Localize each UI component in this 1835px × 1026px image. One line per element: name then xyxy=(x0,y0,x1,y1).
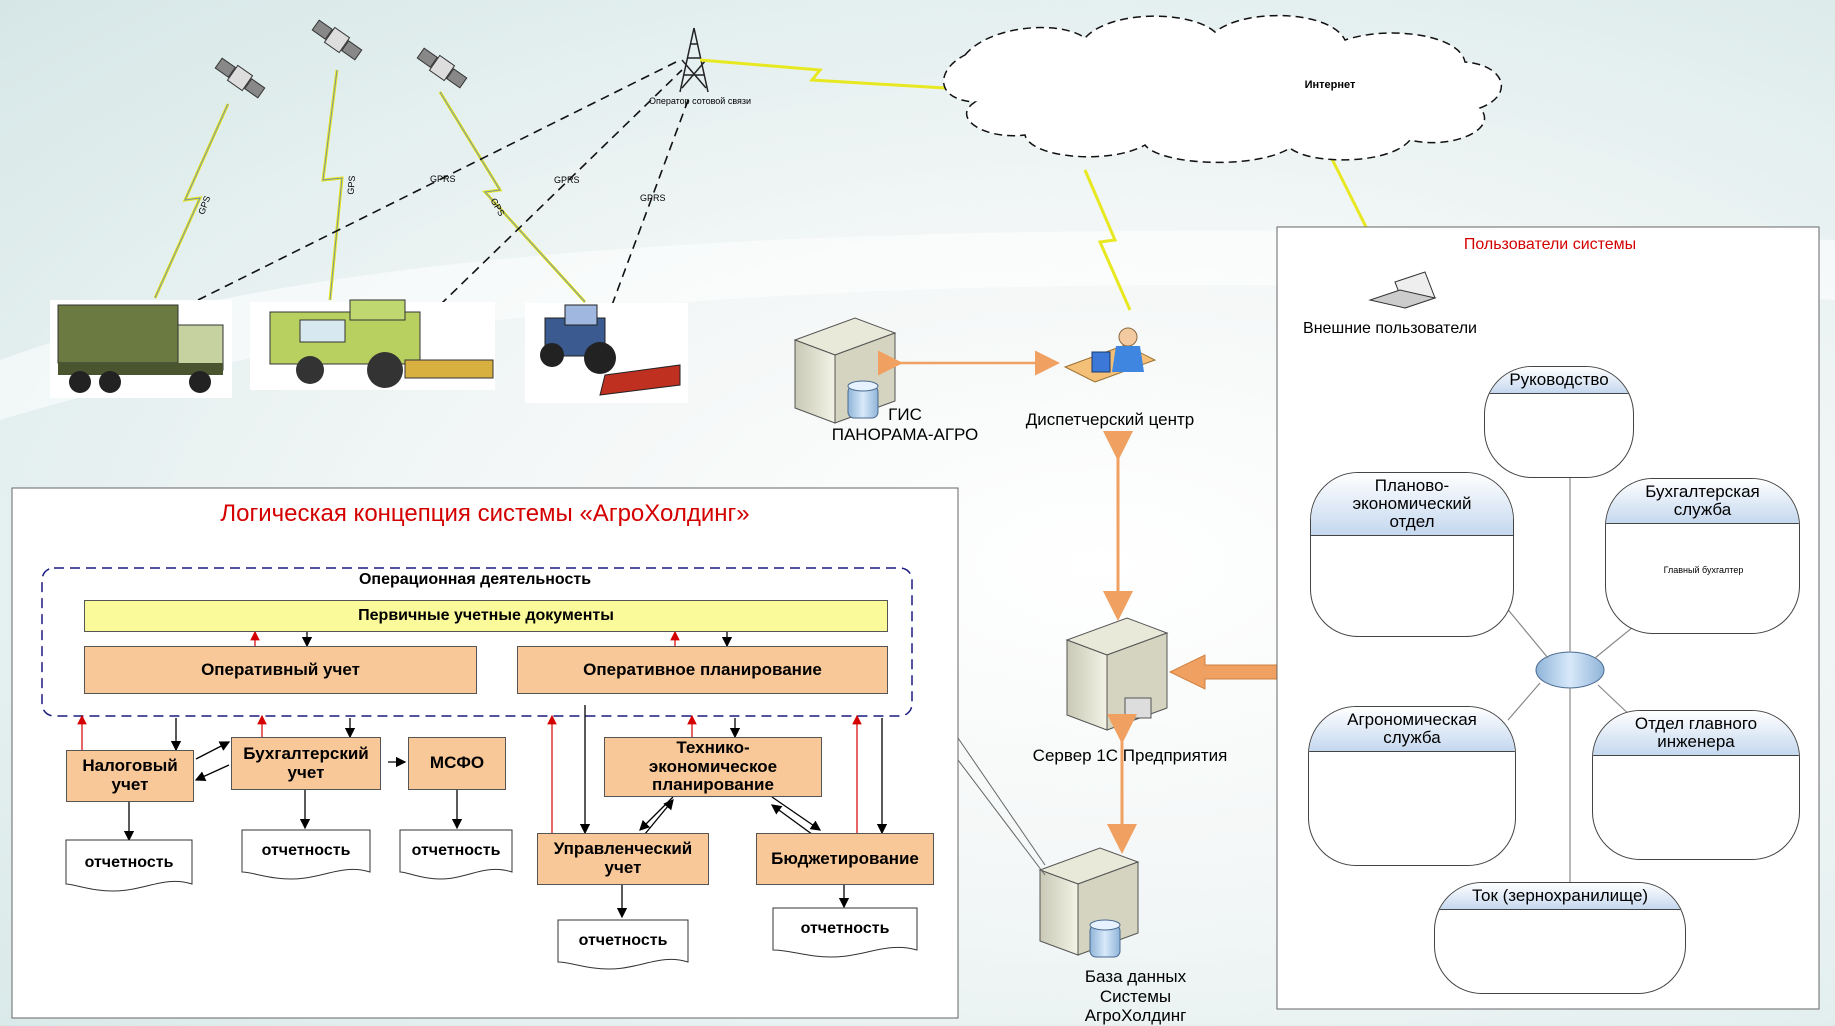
tractor-icon xyxy=(525,303,688,403)
gps-label-2: GPS xyxy=(345,175,358,196)
dept-accounting: Бухгалтерская служба Главный бухгалтер xyxy=(1605,478,1800,634)
dept-chief-engineer: Отдел главного инженера xyxy=(1592,710,1800,860)
managerial-accounting-box: Управленческий учет xyxy=(537,833,709,885)
laptop-icon xyxy=(1368,271,1437,309)
tax-accounting-box: Налоговый учет xyxy=(66,750,194,802)
dispatcher-operator-icon xyxy=(1063,327,1157,383)
dept-agronomy: Агрономическая служба xyxy=(1308,706,1516,866)
internet-label: Интернет xyxy=(1304,79,1356,91)
1c-server-label: Сервер 1С Предприятия xyxy=(1032,746,1228,765)
dept-accounting-label: Бухгалтерская служба xyxy=(1606,479,1799,524)
report-label-tax: отчетность xyxy=(84,854,174,871)
report-label-managerial: отчетность xyxy=(578,932,668,949)
external-users-label: Внешние пользователи xyxy=(1303,320,1477,337)
gprs-label-3: GPRS xyxy=(640,193,666,203)
satellite-icon-3 xyxy=(416,47,468,89)
dispatch-center-label: Диспетчерский центр xyxy=(1025,410,1195,429)
dept-agronomy-label: Агрономическая служба xyxy=(1309,707,1515,752)
report-label-budget: отчетность xyxy=(800,920,890,937)
users-panel-title: Пользователи системы xyxy=(1463,236,1637,253)
chief-accountant-label: Главный бухгалтер xyxy=(1663,565,1744,575)
dept-management-label: Руководство xyxy=(1485,367,1633,394)
network-hub-icon xyxy=(1535,651,1605,689)
report-label-bookkeeping: отчетность xyxy=(261,842,351,859)
concept-title: Логическая концепция системы «АгроХолдин… xyxy=(220,500,750,527)
dept-management: Руководство xyxy=(1484,366,1634,478)
dept-planning-label: Планово- экономический отдел xyxy=(1311,473,1513,536)
gprs-label-2: GPRS xyxy=(554,175,580,185)
truck-icon xyxy=(50,300,232,398)
operative-accounting-box: Оперативный учет xyxy=(84,646,477,694)
tech-econ-planning-box: Технико- экономическое планирование xyxy=(604,737,822,797)
dept-chief-engineer-label: Отдел главного инженера xyxy=(1593,711,1799,756)
gis-label: ГИС ПАНОРАМА-АГРО xyxy=(831,405,979,444)
gprs-links xyxy=(197,61,691,306)
operator-label: Оператор сотовой связи xyxy=(648,96,752,106)
report-doc-shapes xyxy=(65,829,918,970)
dept-planning: Планово- экономический отдел xyxy=(1310,472,1514,637)
internet-cloud-shape xyxy=(942,14,1502,164)
bookkeeping-box: Бухгалтерский учет xyxy=(231,737,381,790)
gprs-label-1: GPRS xyxy=(430,174,456,184)
operational-activity-label: Операционная деятельность xyxy=(358,571,592,588)
database-server-icon xyxy=(1038,847,1140,958)
primary-documents-box: Первичные учетные документы xyxy=(84,600,888,632)
operative-planning-box: Оперативное планирование xyxy=(517,646,888,694)
satellite-icon-1 xyxy=(214,57,266,99)
report-label-ifrs: отчетность xyxy=(411,842,501,859)
dept-granary: Ток (зернохранилище) xyxy=(1434,882,1686,994)
ifrs-box: МСФО xyxy=(408,737,506,790)
database-label: База данных Системы АгроХолдинг xyxy=(1084,967,1187,1026)
satellite-icon-2 xyxy=(311,19,363,61)
combine-harvester-icon xyxy=(250,299,495,390)
dept-granary-label: Ток (зернохранилище) xyxy=(1435,883,1685,910)
1c-server-icon xyxy=(1065,617,1169,731)
budgeting-box: Бюджетирование xyxy=(756,833,934,885)
